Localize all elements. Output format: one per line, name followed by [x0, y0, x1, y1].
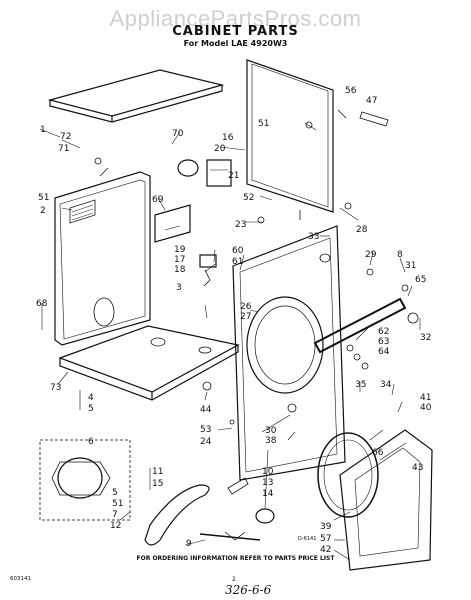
callout-label: 17 [174, 255, 185, 265]
callout-label: 24 [200, 437, 212, 447]
callout-label: 44 [200, 405, 212, 415]
callout-label: 57 [320, 534, 331, 544]
ordering-footer: FOR ORDERING INFORMATION REFER TO PARTS … [136, 555, 335, 562]
callout-label: 31 [405, 261, 416, 271]
callout-label: 12 [110, 521, 121, 531]
callout-label: 29 [365, 250, 377, 260]
handwritten-note: 326-6-6 [225, 583, 272, 597]
callout-label: 5 [88, 404, 94, 414]
page-title: CABINET PARTS [172, 24, 299, 39]
callout-label: 10 [262, 467, 274, 477]
hardware-screws [94, 109, 419, 425]
callout-label: 13 [262, 478, 273, 488]
callout-label: 15 [152, 479, 163, 489]
door-seal-strip [313, 297, 407, 354]
callout-label: 51 [112, 499, 123, 509]
callout-label: 14 [262, 489, 274, 499]
callout-label: 66 [372, 448, 384, 458]
callout-label: 51 [38, 193, 49, 203]
callout-label: 7 [112, 510, 118, 520]
callout-label: 23 [235, 220, 246, 230]
belt-spring [199, 531, 261, 541]
top-panel [47, 69, 225, 123]
callout-label: 62 [378, 327, 389, 337]
callout-label: 51 [258, 119, 269, 129]
leader-lines [39, 122, 421, 561]
callout-label: 38 [265, 436, 277, 446]
callout-label: 21 [228, 171, 239, 181]
callout-label: 11 [152, 467, 163, 477]
door-switch [199, 254, 217, 287]
callout-label: 32 [420, 333, 431, 343]
motor-box [39, 439, 131, 521]
callout-label: 63 [378, 337, 389, 347]
callout-label: 27 [240, 312, 251, 322]
callout-label: 42 [320, 545, 331, 555]
callout-label: 19 [174, 245, 186, 255]
callout-label: 70 [172, 129, 184, 139]
callout-label: 56 [345, 86, 357, 96]
callout-label: 18 [174, 265, 186, 275]
callout-label: 43 [412, 463, 423, 473]
front-panel [232, 225, 346, 481]
callout-label: 41 [420, 393, 431, 403]
footer-code: 603141 [10, 576, 31, 582]
door-assembly [317, 429, 433, 571]
callout-label: 68 [36, 299, 48, 309]
control-bracket [154, 204, 191, 243]
callout-label: 72 [60, 132, 71, 142]
callout-label: 33 [308, 232, 319, 242]
callout-label: 60 [232, 246, 244, 256]
diagram-code: D-6141 [298, 536, 317, 542]
callout-label: 1 [40, 125, 46, 135]
callout-label: 64 [378, 347, 390, 357]
drive-belt [144, 484, 210, 546]
callout-label: 52 [243, 193, 254, 203]
callout-label: 30 [265, 426, 277, 436]
callout-label: 26 [240, 302, 252, 312]
callout-label: 35 [355, 380, 366, 390]
callout-label: 47 [366, 96, 377, 106]
callout-label: 39 [320, 522, 332, 532]
callout-label: 53 [200, 425, 211, 435]
timer-knob [177, 159, 232, 187]
callout-label: 16 [222, 133, 234, 143]
callout-label: 40 [420, 403, 432, 413]
callout-label: 69 [152, 195, 164, 205]
watermark: AppliancePartsPros.com [109, 6, 362, 31]
base-frame [58, 325, 240, 401]
callout-label: 65 [415, 275, 426, 285]
callout-label: 20 [214, 144, 226, 154]
callout-label: 2 [40, 206, 46, 216]
callout-label: 9 [186, 539, 192, 549]
idler-pulley [227, 477, 275, 524]
callout-label: 71 [58, 144, 69, 154]
page-number: 2 [232, 576, 236, 583]
callout-label: 73 [50, 383, 61, 393]
callout-label: 34 [380, 380, 392, 390]
callout-label: 3 [176, 283, 182, 293]
callout-label: 5 [112, 488, 118, 498]
callout-label: 61 [232, 257, 243, 267]
callout-label: 4 [88, 393, 94, 403]
callout-label: 6 [88, 437, 94, 447]
side-cabinet-panel [54, 171, 151, 346]
callout-label: 8 [397, 250, 403, 260]
rear-panel [246, 59, 334, 213]
page-subtitle: For Model LAE 4920W3 [183, 39, 288, 48]
callout-label: 28 [356, 225, 368, 235]
callout-labels: 1 72 71 70 16 20 21 51 2 69 52 23 33 28 … [36, 86, 432, 555]
